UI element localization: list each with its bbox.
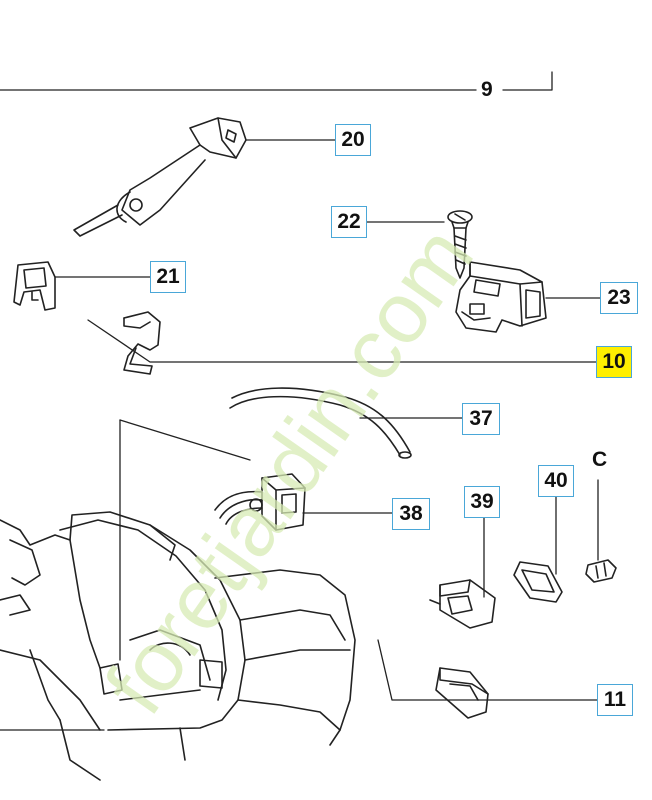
callout-9: 9 — [481, 78, 493, 101]
callout-23: 23 — [600, 282, 638, 314]
part-37-hose — [229, 387, 412, 459]
part-38-connector — [214, 473, 306, 531]
part-23-switch — [455, 261, 547, 333]
callout-20: 20 — [335, 124, 371, 156]
callout-21: 21 — [150, 261, 186, 293]
part-10-retainer — [123, 311, 161, 375]
callout-10: 10 — [596, 346, 632, 378]
part-11-cover — [435, 667, 489, 719]
leader-lines — [0, 71, 601, 731]
part-22-screw — [447, 210, 473, 279]
callout-38: 38 — [392, 498, 430, 530]
part-20-throttle-rod — [73, 117, 247, 237]
callout-39: 39 — [464, 486, 500, 518]
part-39-rocker — [429, 579, 496, 629]
part-40-button — [513, 561, 563, 603]
callout-22: 22 — [331, 206, 367, 238]
part-21-clip — [13, 261, 56, 311]
callout-40: 40 — [538, 465, 574, 497]
callout-37: 37 — [462, 403, 500, 435]
part-c-clip — [585, 559, 617, 583]
variant-label-c: C — [592, 448, 608, 471]
callout-11: 11 — [597, 684, 633, 716]
part-housing — [0, 511, 356, 781]
